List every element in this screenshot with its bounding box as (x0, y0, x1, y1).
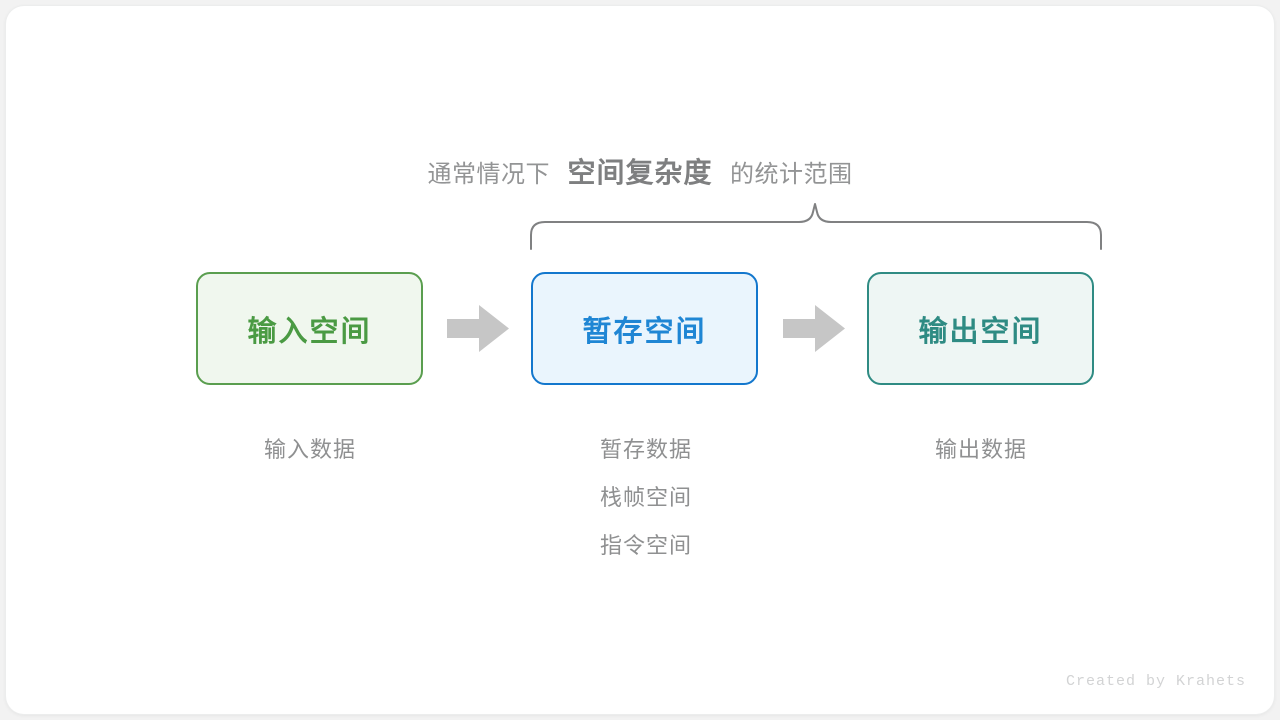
title-suffix: 的统计范围 (729, 161, 853, 188)
arrow-right-icon (783, 305, 845, 352)
curly-brace (521, 202, 1111, 258)
box-input-space[interactable]: 输入空间 (196, 272, 423, 385)
box-temp-space-label: 暂存空间 (582, 315, 707, 348)
box-output-space-label: 输出空间 (918, 315, 1043, 348)
caption-line: 输出数据 (934, 437, 1027, 462)
title-prefix: 通常情况下 (427, 161, 551, 188)
caption-line: 暂存数据 (599, 437, 692, 462)
caption-group-temp: 暂存数据 栈帧空间 指令空间 (516, 426, 776, 570)
title-emphasis: 空间复杂度 (567, 157, 713, 188)
caption-group-input: 输入数据 (180, 426, 440, 474)
arrow-right-shape (783, 305, 845, 352)
caption-line: 输入数据 (263, 437, 356, 462)
credit-footer: Created by Krahets (1065, 673, 1246, 690)
box-input-space-label: 输入空间 (247, 315, 372, 348)
page-title: 通常情况下 空间复杂度 的统计范围 (6, 151, 1274, 197)
caption-group-output: 输出数据 (851, 426, 1111, 474)
box-output-space[interactable]: 输出空间 (867, 272, 1094, 385)
diagram-canvas: 通常情况下 空间复杂度 的统计范围 输入空间 暂存空间 输出空间 输入数据 暂存… (6, 6, 1274, 714)
arrow-right-icon (447, 305, 509, 352)
brace-path (530, 203, 1102, 250)
arrow-right-shape (447, 305, 509, 352)
box-temp-space[interactable]: 暂存空间 (531, 272, 758, 385)
caption-line: 指令空间 (599, 533, 692, 558)
caption-line: 栈帧空间 (599, 485, 692, 510)
